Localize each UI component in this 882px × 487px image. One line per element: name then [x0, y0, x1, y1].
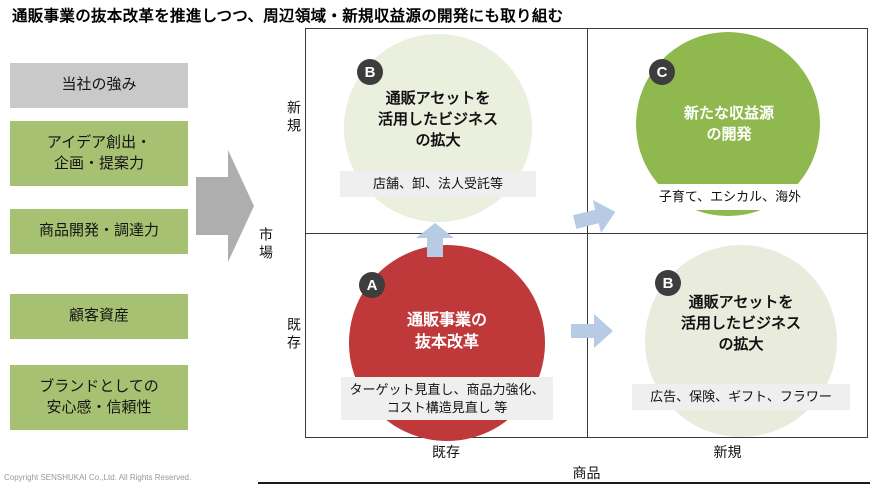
y-axis-label: 市場: [258, 227, 274, 263]
badge-top-left: B: [357, 59, 383, 85]
strengths-header-box: 当社の強み: [10, 63, 188, 108]
matrix-frame: [305, 28, 868, 438]
transition-arrow-right-bottom-icon: [571, 314, 613, 348]
y-axis-top-label: 新規: [286, 100, 302, 136]
bottom-axis-line: [258, 482, 870, 484]
x-axis-label: 商品: [572, 465, 601, 481]
strength-item-product-dev: 商品開発・調達力: [10, 209, 188, 254]
quadrant-top-left-title: 通販アセットを 活用したビジネス の拡大: [377, 90, 498, 149]
page-title: 通販事業の抜本改革を推進しつつ、周辺領域・新規収益源の開発にも取り組む: [12, 8, 564, 25]
quadrant-bottom-right-note: 広告、保険、ギフト、フラワー: [632, 384, 850, 410]
quadrant-top-left-note: 店舗、卸、法人受託等: [340, 171, 536, 197]
quadrant-top-right-title: 新たな収益源 の開発: [683, 105, 774, 143]
x-axis-left-label: 既存: [432, 444, 460, 460]
badge-bottom-right: B: [655, 270, 681, 296]
quadrant-bottom-right-title: 通販アセットを 活用したビジネス の拡大: [680, 294, 801, 353]
badge-bottom-left: A: [359, 272, 385, 298]
strength-item-customer-assets: 顧客資産: [10, 294, 188, 339]
badge-top-right: C: [649, 59, 675, 85]
matrix-horizontal-divider: [306, 233, 867, 234]
quadrant-bottom-left-note: ターゲット見直し、商品力強化、 コスト構造見直し 等: [341, 377, 553, 421]
copyright-text: Copyright SENSHUKAI Co.,Ltd. All Rights …: [4, 473, 192, 482]
strengths-flow-arrow-icon: [196, 150, 254, 262]
x-axis-right-label: 新規: [713, 444, 742, 460]
transition-arrow-up-icon: [416, 223, 454, 257]
quadrant-top-right-note: 子育て、エシカル、海外: [626, 184, 834, 210]
quadrant-bottom-left-title: 通販事業の 抜本改革: [406, 312, 487, 352]
y-axis-bottom-label: 既存: [286, 317, 302, 353]
strength-item-brand-trust: ブランドとしての 安心感・信頼性: [10, 365, 188, 430]
transition-arrow-right-top-icon: [572, 200, 616, 234]
strength-item-idea-creation: アイデア創出・ 企画・提案力: [10, 121, 188, 186]
